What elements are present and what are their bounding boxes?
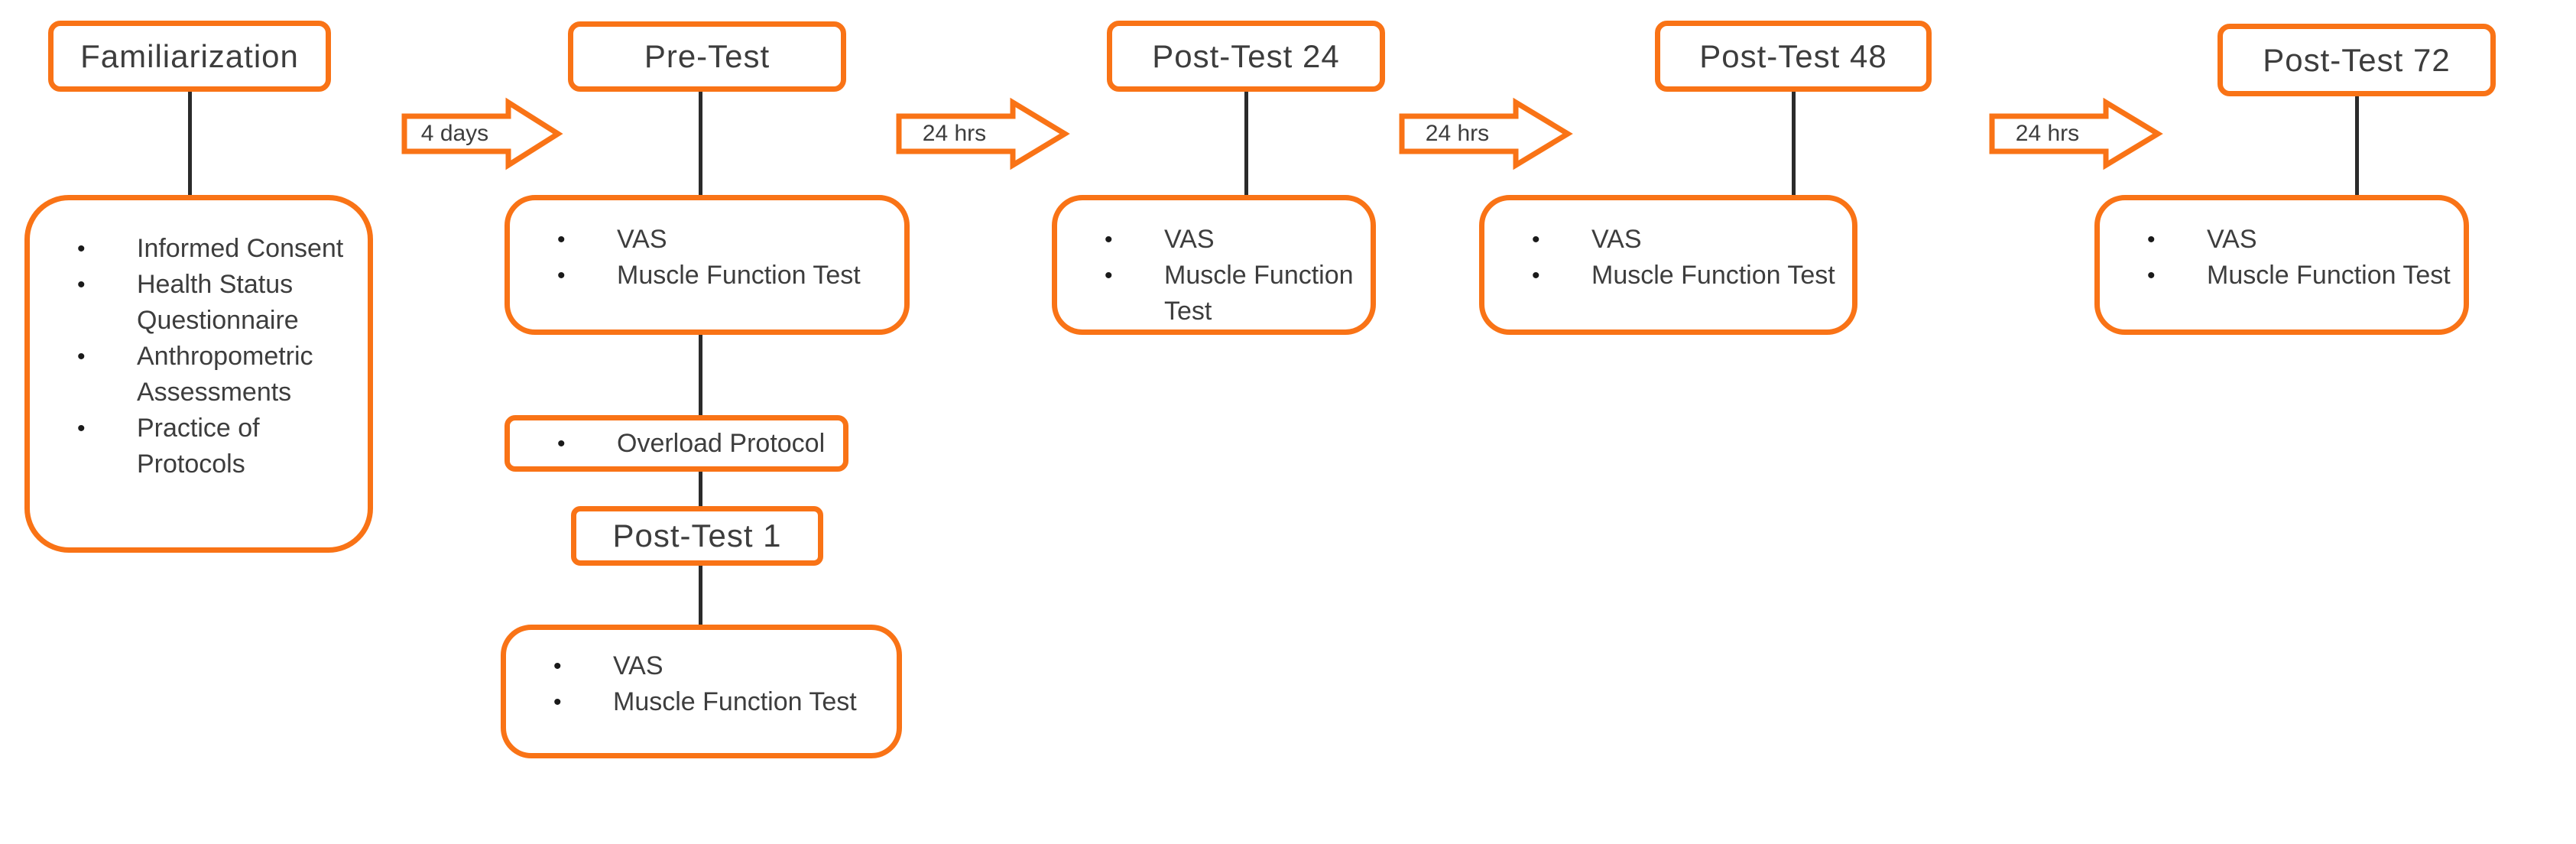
stage-title-box-post-test-1: Post-Test 1 <box>571 506 823 566</box>
stage-title-post-test-1: Post-Test 1 <box>612 518 782 553</box>
detail-item: Informed Consent <box>30 231 355 267</box>
detail-item: VAS <box>510 222 904 258</box>
stage-title-box-post-test-72: Post-Test 72 <box>2218 24 2496 96</box>
overload-protocol-box: Overload Protocol <box>504 415 848 472</box>
post-test-24-detail-list: VAS Muscle Function Test <box>1057 222 1371 329</box>
detail-item: Muscle Function Test <box>506 684 897 720</box>
stage-title-post-test-48: Post-Test 48 <box>1699 37 1887 74</box>
block-arrow-shape <box>896 97 1070 170</box>
block-arrow-shape <box>401 97 563 170</box>
detail-item: Health Status Questionnaire <box>30 267 355 339</box>
stage-detail-box-familiarization: Informed Consent Health Status Questionn… <box>24 195 373 553</box>
detail-item: VAS <box>506 648 897 684</box>
arrow-label-24-hrs: 24 hrs <box>1425 121 1490 146</box>
connector-line-pre-test-4 <box>699 564 702 628</box>
arrow-24-hrs-1: 24 hrs <box>896 97 1070 170</box>
stage-detail-box-post-test-48: VAS Muscle Function Test <box>1479 195 1857 335</box>
detail-item: Muscle Function Test <box>1484 258 1852 294</box>
stage-title-box-pre-test: Pre-Test <box>568 21 846 92</box>
detail-item: VAS <box>1484 222 1852 258</box>
arrow-label-24-hrs: 24 hrs <box>922 121 987 146</box>
connector-line-familiarization <box>188 90 192 196</box>
stage-title-post-test-72: Post-Test 72 <box>2263 41 2451 78</box>
block-arrow-shape <box>1989 97 2163 170</box>
overload-protocol-list: Overload Protocol <box>510 426 843 462</box>
connector-line-pre-test-3 <box>699 469 702 509</box>
detail-item: Anthropometric Assessments <box>30 339 355 411</box>
stage-title-familiarization: Familiarization <box>80 37 299 74</box>
overload-protocol-item: Overload Protocol <box>510 426 843 462</box>
stage-detail-box-post-test-1: VAS Muscle Function Test <box>501 625 902 758</box>
arrow-24-hrs-3: 24 hrs <box>1989 97 2163 170</box>
stage-detail-box-post-test-24: VAS Muscle Function Test <box>1052 195 1376 335</box>
connector-line-pre-test-1 <box>699 90 702 197</box>
detail-item: Practice of Protocols <box>30 411 355 482</box>
detail-item: VAS <box>2100 222 2464 258</box>
arrow-24-hrs-2: 24 hrs <box>1399 97 1573 170</box>
connector-line-post-test-72 <box>2355 95 2359 197</box>
arrow-label-24-hrs: 24 hrs <box>2015 121 2080 146</box>
detail-item: VAS <box>1057 222 1371 258</box>
post-test-1-detail-list: VAS Muscle Function Test <box>506 648 897 720</box>
stage-detail-box-post-test-72: VAS Muscle Function Test <box>2094 195 2469 335</box>
familiarization-detail-list: Informed Consent Health Status Questionn… <box>30 231 355 482</box>
stage-title-box-post-test-48: Post-Test 48 <box>1655 21 1932 92</box>
post-test-72-detail-list: VAS Muscle Function Test <box>2100 222 2464 294</box>
pre-test-detail-list: VAS Muscle Function Test <box>510 222 904 294</box>
detail-item: Muscle Function Test <box>2100 258 2464 294</box>
stage-title-post-test-24: Post-Test 24 <box>1152 37 1340 74</box>
detail-item: Muscle Function Test <box>510 258 904 294</box>
detail-item: Muscle Function Test <box>1057 258 1371 329</box>
arrow-4-days: 4 days <box>401 97 563 170</box>
stage-title-pre-test: Pre-Test <box>644 38 771 74</box>
arrow-label-4-days: 4 days <box>420 121 489 146</box>
stage-title-box-familiarization: Familiarization <box>48 21 331 92</box>
stage-detail-box-pre-test: VAS Muscle Function Test <box>504 195 910 335</box>
block-arrow-shape <box>1399 97 1573 170</box>
connector-line-pre-test-2 <box>699 333 702 417</box>
connector-line-post-test-24 <box>1244 90 1248 197</box>
post-test-48-detail-list: VAS Muscle Function Test <box>1484 222 1852 294</box>
connector-line-post-test-48 <box>1792 90 1796 197</box>
stage-title-box-post-test-24: Post-Test 24 <box>1107 21 1385 92</box>
